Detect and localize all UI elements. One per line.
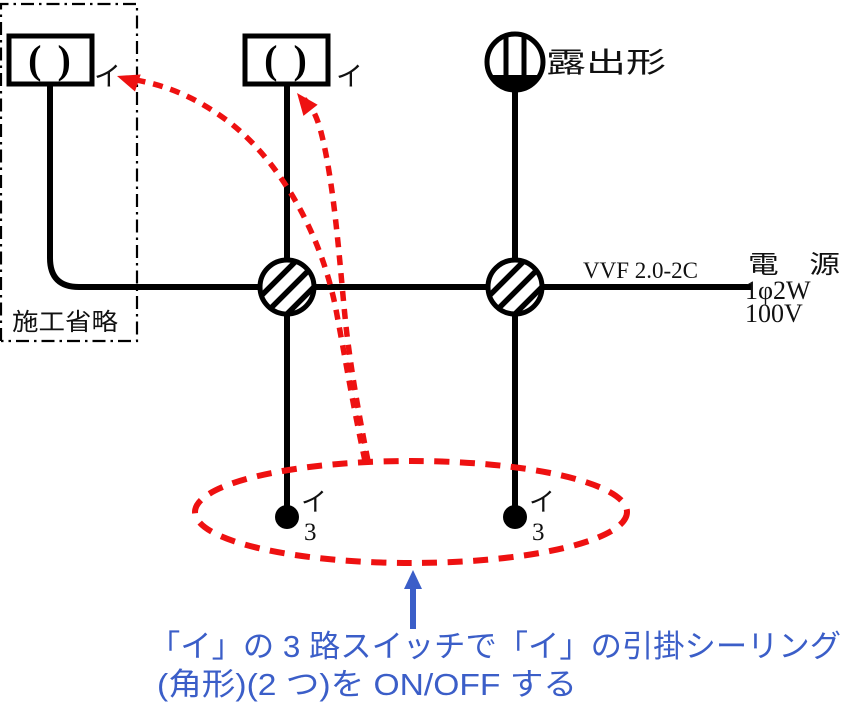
highlight-arrows — [117, 74, 371, 462]
omitted-area-label: 施工省略 — [12, 309, 118, 336]
switch-left-label: イ — [301, 488, 327, 517]
rosette-left-symbol: ( ) — [28, 37, 74, 82]
omitted-area-boundary: 施工省略 — [0, 2, 139, 343]
cable-label: VVF 2.0-2C — [583, 258, 698, 283]
switch-right-label: イ — [529, 488, 555, 517]
rosette-left-box — [6, 33, 95, 87]
power-source-label: 電 源 1φ2W 100V — [745, 251, 840, 328]
exposed-light-label: 露出形 — [546, 47, 666, 79]
junction-box-right — [485, 257, 545, 317]
rosette-middle-symbol: ( ) — [264, 37, 310, 82]
switch-right-ways: 3 — [532, 519, 545, 546]
ceiling-rosette-middle: ( ) — [242, 33, 331, 87]
power-voltage: 100V — [745, 299, 803, 328]
arrow-curve-left — [129, 76, 368, 462]
wiring — [47, 84, 751, 506]
exposed-light-icon — [484, 31, 546, 93]
note-line1: 「イ」の 3 路スイッチで「イ」の引掛シーリング — [149, 629, 841, 664]
rosette-middle-box — [242, 33, 331, 87]
junction-box-left-hatch — [262, 262, 312, 312]
switch-right-dot — [503, 505, 527, 529]
wire-left-rosette — [47, 84, 261, 290]
junction-box-left — [257, 257, 317, 317]
switch-left-dot — [275, 505, 299, 529]
note-arrow-icon — [404, 570, 422, 629]
arrowhead-middle-icon — [297, 93, 318, 116]
switch-left: イ 3 — [275, 488, 327, 546]
junction-box-right-hatch — [490, 262, 540, 312]
ceiling-rosette-left: ( ) — [6, 33, 95, 87]
rosette-left-label: イ — [94, 62, 121, 92]
switch-left-ways: 3 — [304, 519, 317, 546]
highlight-ellipse — [192, 458, 630, 566]
arrowhead-left-icon — [117, 74, 141, 92]
power-phase: 1φ2W — [745, 276, 811, 305]
exposed-light-fill — [490, 75, 540, 91]
note-line2: (角形)(2 つ)を ON/OFF する — [157, 667, 577, 702]
arrow-curve-middle — [301, 95, 371, 462]
rosette-middle-label: イ — [336, 62, 363, 92]
switch-right: イ 3 — [503, 488, 555, 546]
power-title: 電 源 — [748, 251, 840, 279]
